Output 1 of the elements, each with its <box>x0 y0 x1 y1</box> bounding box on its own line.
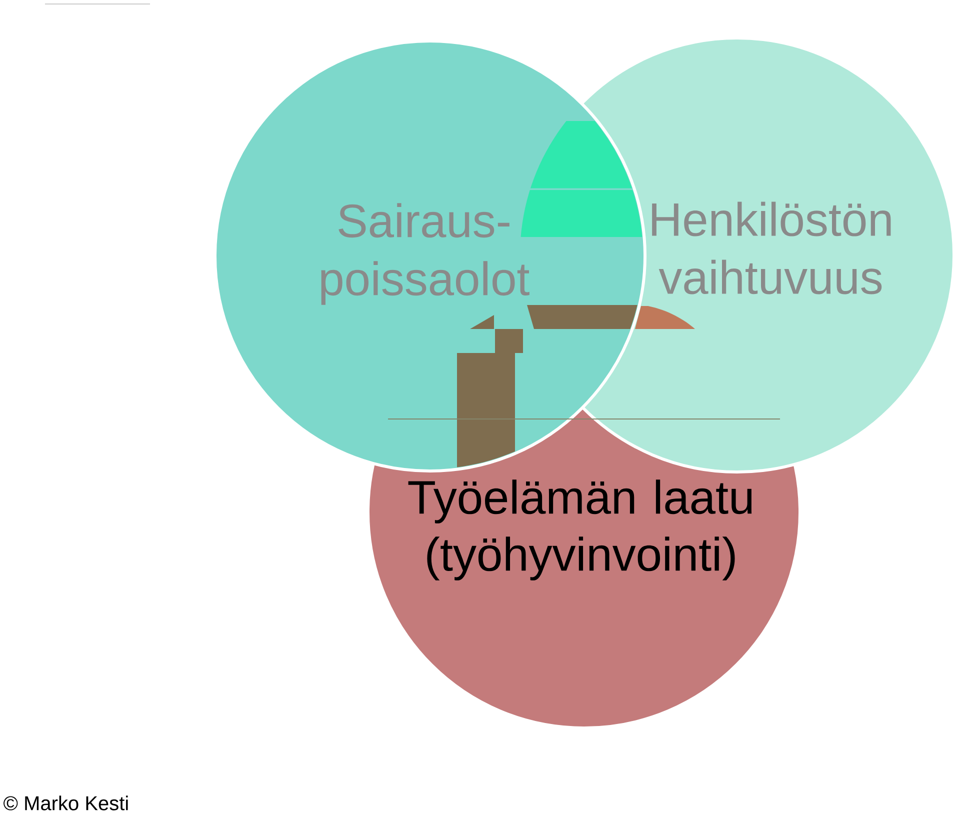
copyright-text: © Marko Kesti <box>4 796 128 810</box>
